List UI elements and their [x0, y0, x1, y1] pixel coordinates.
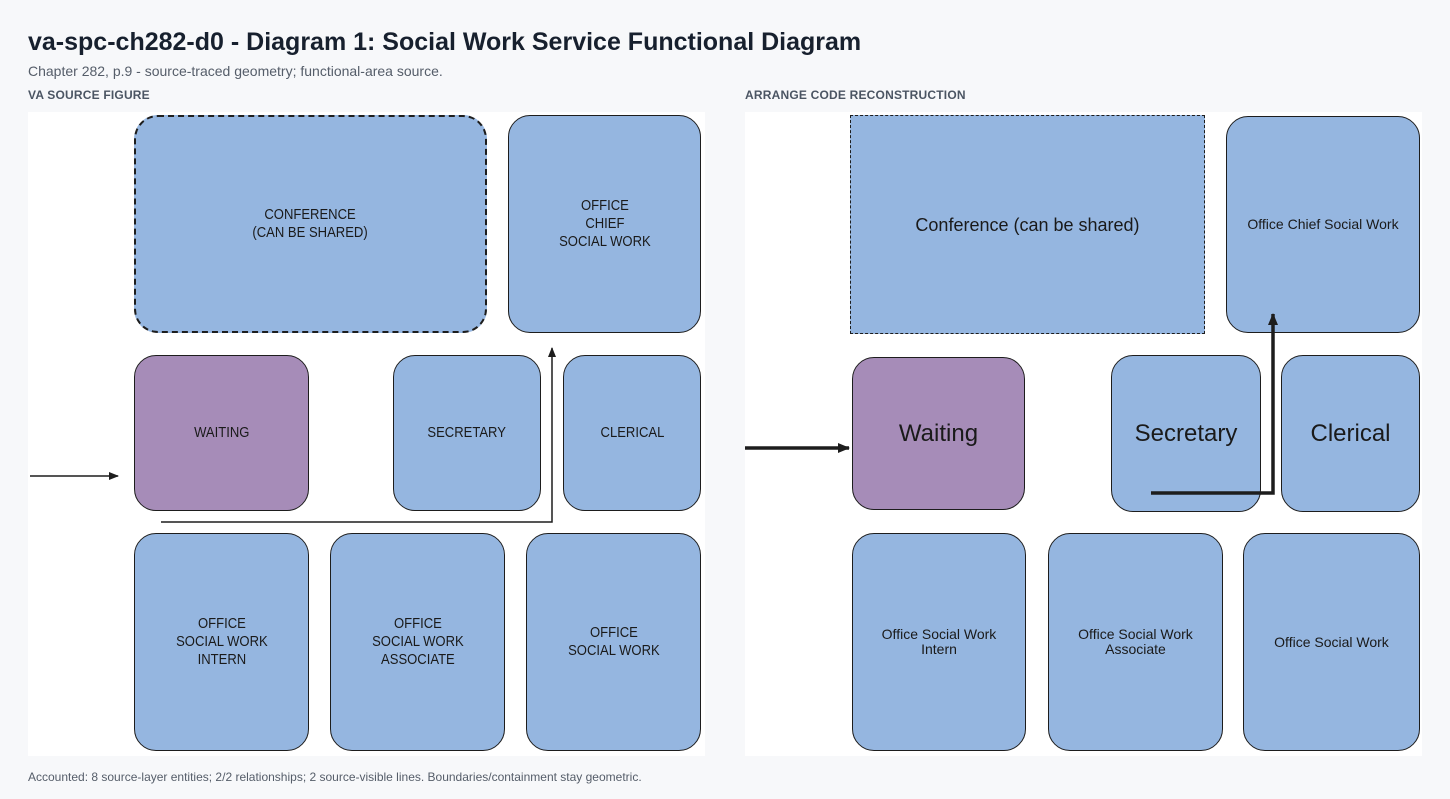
source-room-conference-label: CONFERENCE (CAN BE SHARED) — [252, 207, 369, 241]
rec-room-office-social-work: Office Social Work — [1243, 533, 1420, 751]
reconstruction-panel-label: ARRANGE CODE RECONSTRUCTION — [745, 88, 966, 102]
source-room-secretary: SECRETARY — [393, 355, 541, 511]
reconstruction-panel: Conference (can be shared) Office Chief … — [745, 112, 1422, 756]
source-room-secretary-label: SECRETARY — [427, 425, 507, 441]
source-room-office-chief-label: OFFICE CHIEF SOCIAL WORK — [558, 198, 651, 250]
source-room-waiting-label: WAITING — [193, 425, 250, 441]
source-panel-label: VA SOURCE FIGURE — [28, 88, 150, 102]
page-subtitle: Chapter 282, p.9 - source-traced geometr… — [28, 63, 443, 79]
rec-room-conference: Conference (can be shared) — [850, 115, 1205, 334]
rec-room-office-chief-label: Office Chief Social Work — [1247, 216, 1399, 232]
source-room-conference: CONFERENCE (CAN BE SHARED) — [134, 115, 487, 333]
rec-room-secretary: Secretary — [1111, 355, 1261, 512]
source-room-office-social-work: OFFICE SOCIAL WORK — [526, 533, 701, 751]
rec-room-clerical: Clerical — [1281, 355, 1420, 512]
rec-room-waiting: Waiting — [852, 357, 1025, 510]
rec-room-office-social-work-label: Office Social Work — [1274, 633, 1389, 650]
rec-room-clerical-label: Clerical — [1310, 419, 1391, 447]
source-room-office-chief: OFFICE CHIEF SOCIAL WORK — [508, 115, 701, 333]
rec-room-office-chief: Office Chief Social Work — [1226, 116, 1420, 333]
rec-room-waiting-label: Waiting — [898, 419, 979, 447]
source-room-office-social-work-label: OFFICE SOCIAL WORK — [567, 625, 660, 659]
source-room-clerical: CLERICAL — [563, 355, 701, 511]
rec-room-office-intern: Office Social Work Intern — [852, 533, 1026, 751]
source-figure-panel: CONFERENCE (CAN BE SHARED) OFFICE CHIEF … — [28, 112, 705, 756]
source-room-office-intern: OFFICE SOCIAL WORK INTERN — [134, 533, 309, 751]
source-room-waiting: WAITING — [134, 355, 309, 511]
rec-room-office-associate: Office Social Work Associate — [1048, 533, 1223, 751]
rec-room-office-intern-label: Office Social Work Intern — [881, 626, 997, 657]
rec-room-conference-label: Conference (can be shared) — [915, 214, 1140, 235]
source-room-office-intern-label: OFFICE SOCIAL WORK INTERN — [175, 616, 268, 668]
source-room-office-associate: OFFICE SOCIAL WORK ASSOCIATE — [330, 533, 505, 751]
rec-room-office-associate-label: Office Social Work Associate — [1078, 626, 1193, 657]
footer-note: Accounted: 8 source-layer entities; 2/2 … — [28, 770, 642, 784]
source-room-office-associate-label: OFFICE SOCIAL WORK ASSOCIATE — [371, 616, 464, 668]
rec-room-secretary-label: Secretary — [1134, 419, 1238, 447]
page-title: va-spc-ch282-d0 - Diagram 1: Social Work… — [28, 28, 862, 56]
source-room-clerical-label: CLERICAL — [600, 425, 664, 441]
